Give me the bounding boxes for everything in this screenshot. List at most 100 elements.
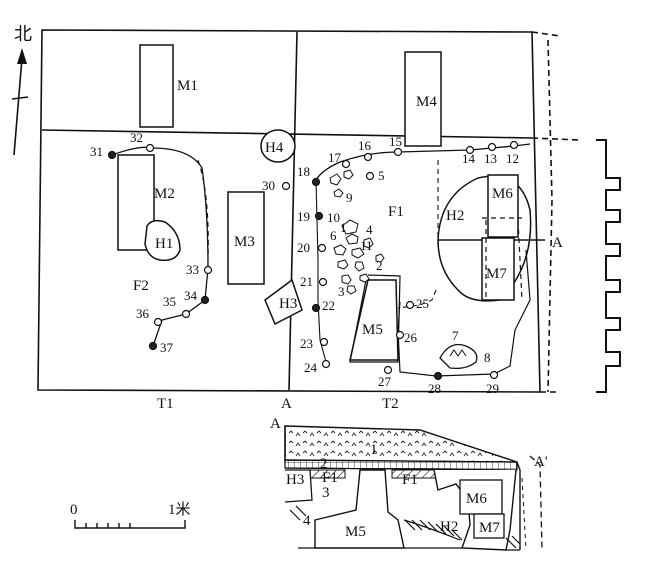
post-hole-21 <box>318 277 328 287</box>
label-m7: M7 <box>486 266 507 282</box>
label-m2: M2 <box>154 186 175 202</box>
post-hole-28 <box>433 371 443 381</box>
post-hole-34 <box>200 295 210 305</box>
artifact-7-sherd <box>439 343 478 370</box>
label-f2: F2 <box>133 278 149 294</box>
artifact-number-label: 34 <box>184 288 198 303</box>
artifact-number-label: 18 <box>297 164 310 179</box>
post-hole-27 <box>383 365 393 375</box>
artifact-number-label: 23 <box>300 336 313 351</box>
section-label-h3: H3 <box>286 472 304 488</box>
section-label-a-prime: A' <box>534 454 548 470</box>
artifact-number-label: 22 <box>322 298 335 313</box>
post-hole-25 <box>405 300 415 310</box>
section-profile <box>284 425 543 551</box>
post-hole-31 <box>107 150 117 160</box>
artifact-number-label: 12 <box>506 151 519 166</box>
label-h4: H4 <box>265 140 284 156</box>
artifact-number-label: 20 <box>297 240 310 255</box>
artifact-number-label: 29 <box>486 381 499 396</box>
scale-label-zero: 0 <box>70 502 78 518</box>
pit-h4 <box>260 129 296 163</box>
post-hole-36 <box>153 317 163 327</box>
post-hole-17 <box>341 159 351 169</box>
trench-outline <box>37 29 581 393</box>
stone-cluster <box>329 169 385 295</box>
north-arrow-icon <box>11 48 29 156</box>
post-hole-33 <box>203 265 213 275</box>
post-hole-5 <box>365 171 375 181</box>
artifact-number-label: 28 <box>428 381 441 396</box>
grave-m5 <box>349 279 399 361</box>
label-a-east: A <box>552 235 563 251</box>
east-wall-profile <box>596 139 621 393</box>
artifact-number-label: 31 <box>90 144 103 159</box>
post-hole-19 <box>314 211 324 221</box>
north-label: 北 <box>14 24 32 45</box>
artifact-number-label: 27 <box>378 374 392 389</box>
artifact-number-label: 1 <box>340 220 347 235</box>
artifact-number-label: 26 <box>404 330 418 345</box>
label-m6: M6 <box>492 186 513 202</box>
artifact-number-label: 30 <box>262 178 275 193</box>
post-hole-23 <box>319 337 329 347</box>
grave-m4 <box>404 51 442 147</box>
scale-label-unit: 1米 <box>168 501 191 518</box>
label-section-a: A <box>281 396 292 412</box>
post-hole-15 <box>393 147 403 157</box>
label-trench-t2: T2 <box>382 396 399 412</box>
post-hole-22 <box>311 303 321 313</box>
house-f2-outline <box>111 146 209 347</box>
post-hole-13 <box>487 142 497 152</box>
artifact-number-label: 11 <box>360 238 373 253</box>
post-holes <box>107 140 519 381</box>
artifact-number-label: 8 <box>484 350 491 365</box>
section-m5-pit <box>314 469 405 549</box>
post-hole-12 <box>509 140 519 150</box>
post-hole-16 <box>363 152 373 162</box>
artifact-numbers: 31 32 30 33 34 35 36 37 18 17 16 15 14 1… <box>90 130 519 396</box>
label-f1: F1 <box>388 204 404 220</box>
artifact-number-label: 13 <box>484 151 497 166</box>
section-label-m6: M6 <box>466 491 487 507</box>
post-hole-37 <box>148 341 158 351</box>
artifact-number-label: 32 <box>130 130 143 145</box>
post-hole-30 <box>281 181 291 191</box>
artifact-number-label: 3 <box>338 284 345 299</box>
section-label-h2: H2 <box>440 519 458 535</box>
artifact-number-label: 10 <box>327 210 340 225</box>
label-trench-t1: T1 <box>157 396 174 412</box>
artifact-number-label: 21 <box>300 274 313 289</box>
feature-labels: M1 M4 H4 M2 H1 M3 F2 H3 F1 H2 M6 M7 M5 A <box>133 78 563 338</box>
grave-m7 <box>481 237 515 301</box>
section-m7 <box>473 513 505 539</box>
label-m1: M1 <box>177 78 198 94</box>
section-label-f1-left: F1 <box>322 470 338 486</box>
post-hole-29 <box>489 370 499 380</box>
post-hole-26 <box>395 330 405 340</box>
post-hole-32 <box>145 143 155 153</box>
artifact-number-label: 33 <box>186 262 199 277</box>
post-hole-20 <box>317 243 327 253</box>
section-label-2: 2 <box>320 456 328 472</box>
label-h2: H2 <box>446 208 464 224</box>
post-hole-18 <box>311 177 321 187</box>
section-label-f1-right: F1 <box>402 472 418 488</box>
section-label-4: 4 <box>303 513 311 529</box>
section-label-3: 3 <box>322 485 330 501</box>
section-base-hatching <box>289 505 521 549</box>
section-h3-pit <box>284 469 313 503</box>
artifact-number-label: 37 <box>160 340 174 355</box>
artifact-number-label: 4 <box>366 222 373 237</box>
artifact-number-label: 19 <box>297 209 310 224</box>
artifact-number-label: 7 <box>452 328 459 343</box>
pit-h3 <box>264 278 303 326</box>
artifact-number-label: 17 <box>328 150 342 165</box>
label-h1: H1 <box>155 236 173 252</box>
artifact-number-label: 16 <box>358 138 372 153</box>
artifact-number-label: 25 <box>416 296 429 311</box>
section-label-1: 1 <box>370 442 378 458</box>
artifact-number-label: 9 <box>346 190 353 205</box>
